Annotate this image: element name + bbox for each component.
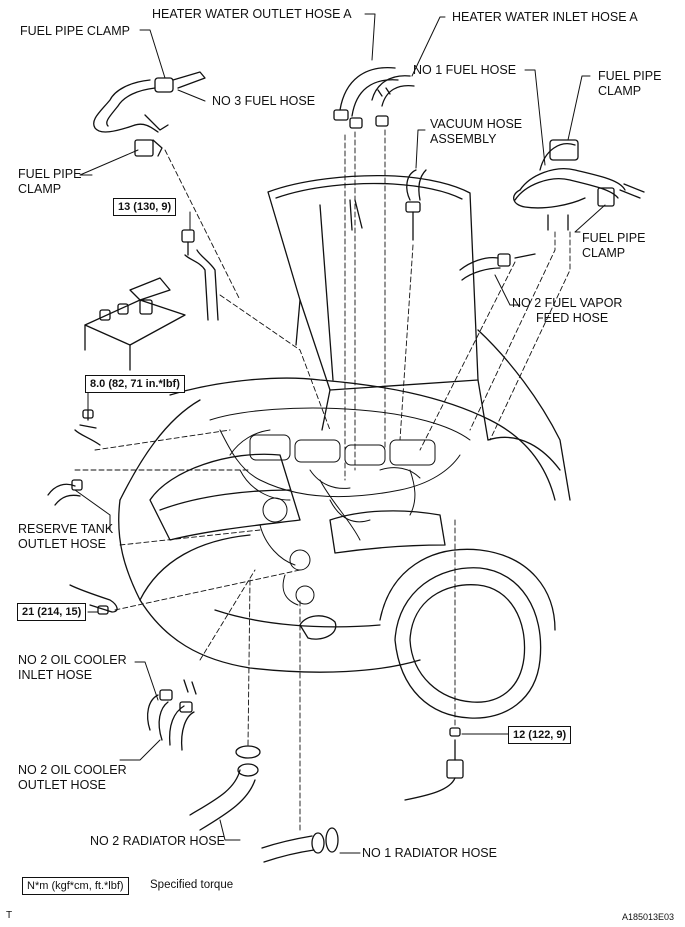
label-no2-fuel-vapor-line2: FEED HOSE [536,311,609,325]
label-no3-fuel-hose: NO 3 FUEL HOSE [212,94,316,108]
label-vacuum-hose-line1: VACUUM HOSE [430,117,523,131]
battery [84,229,219,371]
no2-fuel-vapor-hose [459,253,536,281]
vacuum-hose [405,169,427,241]
footer-left-mark: T [6,910,13,921]
legend-torque-box: N*m (kgf*cm, ft.*lbf) [22,877,129,895]
leader-lines [74,13,606,854]
label-no2-fuel-vapor-line1: NO 2 FUEL VAPOR [512,296,623,310]
label-reserve-tank-line1: RESERVE TANK [18,522,114,536]
legend-text: Specified torque [150,879,234,891]
figure-id: A185013E03 [622,912,675,922]
bolt-21-bracket [69,584,118,615]
car-hood [267,175,489,441]
label-no2-radiator-hose: NO 2 RADIATOR HOSE [90,834,225,848]
label-fuel-pipe-clamp-right-line1: FUEL PIPE [582,231,646,245]
bolt-12-sensor [404,727,464,801]
label-oil-cooler-outlet-line2: OUTLET HOSE [18,778,106,792]
label-fuel-pipe-clamp-top-left: FUEL PIPE CLAMP [20,24,130,38]
label-no1-radiator-hose: NO 1 RADIATOR HOSE [362,846,497,860]
label-heater-water-inlet-hose: HEATER WATER INLET HOSE A [452,10,638,24]
label-no1-fuel-hose: NO 1 FUEL HOSE [413,63,517,77]
label-heater-water-outlet-hose: HEATER WATER OUTLET HOSE A [152,7,352,21]
label-oil-cooler-inlet-line1: NO 2 OIL COOLER [18,653,127,667]
label-fuel-pipe-clamp-top-right-line2: CLAMP [598,84,642,98]
label-fuel-pipe-clamp-top-right-line1: FUEL PIPE [598,69,662,83]
no3-fuel-hose-assembly [93,71,206,157]
torque-box-12: 12 (122, 9) [508,726,572,744]
label-oil-cooler-outlet-line1: NO 2 OIL COOLER [18,763,127,777]
label-fuel-pipe-clamp-left-line1: FUEL PIPE [18,167,82,181]
label-reserve-tank-line2: OUTLET HOSE [18,537,106,551]
no2-radiator-hose [189,745,261,831]
torque-box-13: 13 (130, 9) [113,198,177,216]
label-oil-cooler-inlet-line2: INLET HOSE [18,668,93,682]
projection-lines [74,129,571,831]
torque-box-21: 21 (214, 15) [17,603,87,621]
torque-box-8: 8.0 (82, 71 in.*lbf) [85,375,185,393]
no1-radiator-hose [261,827,339,863]
no1-fuel-hose-assembly [513,139,645,231]
label-fuel-pipe-clamp-right-line2: CLAMP [582,246,626,260]
label-fuel-pipe-clamp-left-line2: CLAMP [18,182,62,196]
reserve-tank-hose [47,409,101,506]
car-body [118,329,571,719]
oil-cooler-hoses [147,679,197,751]
engine-compartment [209,407,471,606]
heater-hoses [333,66,415,129]
label-vacuum-hose-line2: ASSEMBLY [430,132,497,146]
